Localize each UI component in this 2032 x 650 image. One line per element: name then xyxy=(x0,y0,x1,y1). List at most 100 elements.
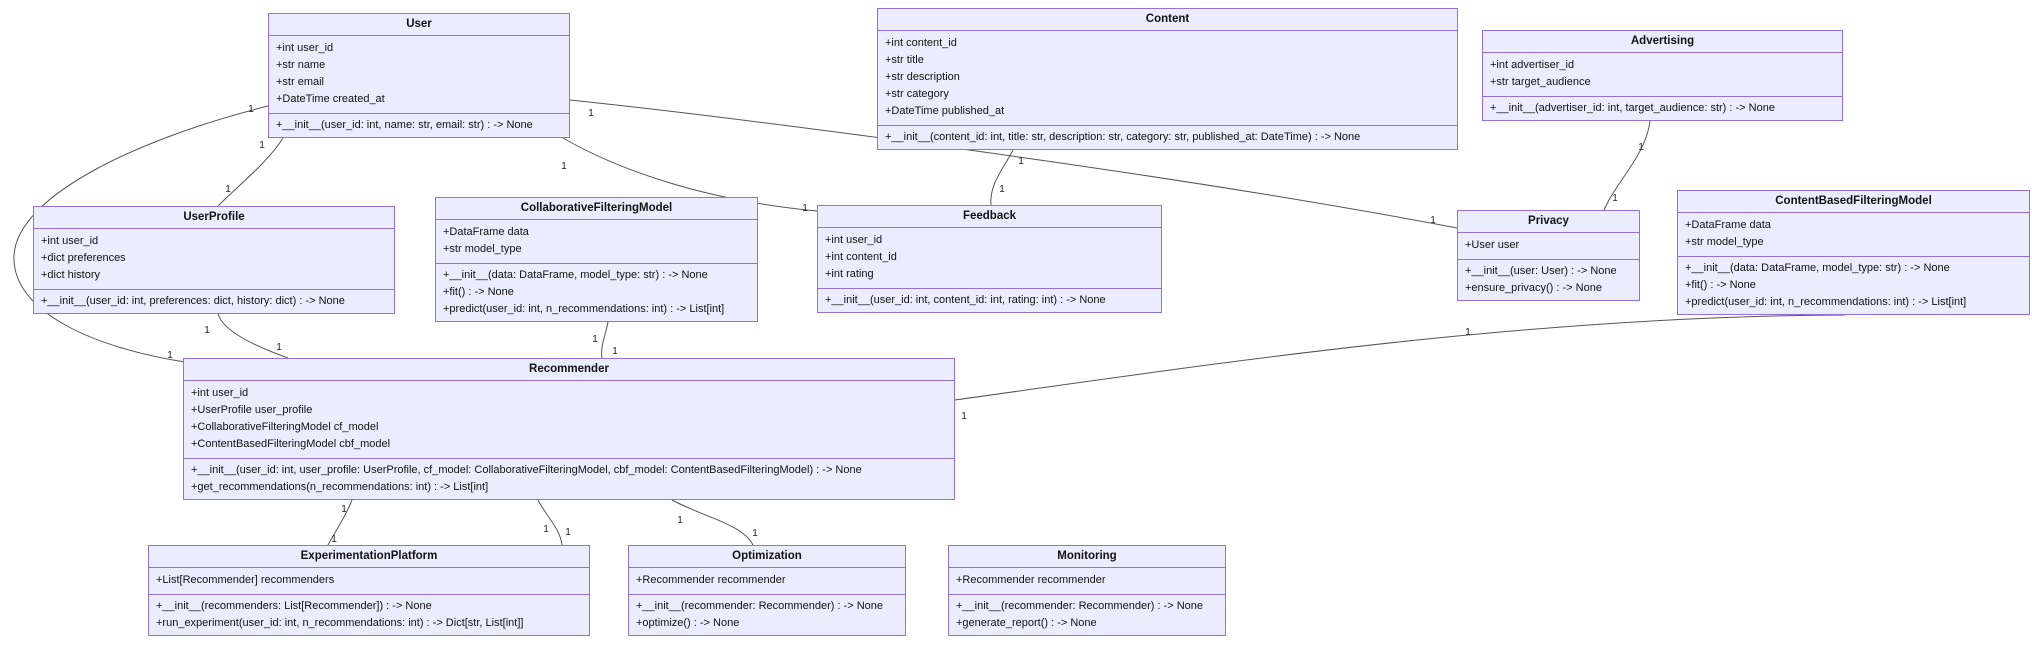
class-title: Content xyxy=(878,9,1457,31)
uml-edge-collaborativefilteringmodel-recommender xyxy=(601,321,609,359)
multiplicity-label: 1 xyxy=(1430,215,1436,226)
uml-edge-recommender-experimentationplatform xyxy=(327,499,353,546)
multiplicity-label: 1 xyxy=(999,184,1005,195)
multiplicity-label: 1 xyxy=(225,184,231,195)
class-title: Recommender xyxy=(184,359,954,381)
uml-edge-advertising-privacy xyxy=(1603,120,1651,211)
class-attribute: +int user_id xyxy=(41,235,99,247)
uml-edge-recommender-monitoring xyxy=(671,499,754,546)
class-attribute: +int content_id xyxy=(885,37,957,49)
class-monitoring: Monitoring+Recommender recommender+__ini… xyxy=(948,545,1226,636)
class-method: +__init__(user: User) : -> None xyxy=(1465,265,1617,277)
class-content: Content+int content_id+str title+str des… xyxy=(877,8,1458,150)
class-methods-section: +__init__(recommender: Recommender) : ->… xyxy=(629,595,905,635)
class-methods-section: +__init__(recommender: Recommender) : ->… xyxy=(949,595,1225,635)
class-method: +predict(user_id: int, n_recommendations… xyxy=(443,303,725,315)
class-privacy: Privacy +User user +__init__(user: User) :… xyxy=(1457,210,1640,301)
class-title: Privacy xyxy=(1458,211,1639,233)
class-method: +__init__(user_id: int, name: str, email… xyxy=(276,119,533,131)
class-attributes-section: +Recommender recommender xyxy=(949,568,1225,595)
multiplicity-label: 1 xyxy=(167,350,173,361)
multiplicity-label: 1 xyxy=(612,346,618,357)
class-attributes-section: +List[Recommender] recommenders xyxy=(149,568,589,595)
class-title: Feedback xyxy=(818,206,1161,228)
class-attribute: +User user xyxy=(1465,239,1520,251)
class-method: +__init__(user_id: int, user_profile: Us… xyxy=(191,464,862,476)
class-method: +__init__(user_id: int, preferences: dic… xyxy=(41,295,345,307)
multiplicity-label: 1 xyxy=(1018,156,1024,167)
class-attribute: +str model_type xyxy=(1685,236,1764,248)
class-attributes-section: +int user_id+dict preferences+dict histo… xyxy=(34,229,394,290)
multiplicity-label: 1 xyxy=(561,161,567,172)
uml-edge-contentbasedfilteringmodel-recommender xyxy=(954,314,1846,401)
uml-edge-recommender-optimization xyxy=(537,499,563,546)
class-methods-section: +__init__(content_id: int, title: str, d… xyxy=(878,126,1457,149)
class-method: +__init__(recommender: Recommender) : ->… xyxy=(636,600,884,612)
class-attribute: +int content_id xyxy=(825,251,897,263)
multiplicity-label: 1 xyxy=(592,334,598,345)
class-attribute: +int user_id xyxy=(276,42,334,54)
class-method: +optimize() : -> None xyxy=(636,617,740,629)
class-attribute: +str target_audience xyxy=(1490,76,1591,88)
class-method: +__init__(recommenders: List[Recommender… xyxy=(156,600,432,612)
class-contentbasedfilteringmodel: ContentBasedFilteringModel+DataFrame dat… xyxy=(1677,190,2030,315)
class-methods-section: +__init__(recommenders: List[Recommender… xyxy=(149,595,589,635)
class-attribute: +CollaborativeFilteringModel cf_model xyxy=(191,421,379,433)
class-attributes-section: +int advertiser_id+str target_audience xyxy=(1483,53,1842,97)
multiplicity-label: 1 xyxy=(1612,193,1618,204)
class-attribute: +DataFrame data xyxy=(443,226,529,238)
class-userprofile: UserProfile +int user_id +dict preferences… xyxy=(33,206,395,314)
class-attribute: +str title xyxy=(885,54,924,66)
class-attribute: +dict preferences xyxy=(41,252,126,264)
class-attribute: +int user_id xyxy=(191,387,249,399)
multiplicity-label: 1 xyxy=(341,504,347,515)
class-attribute: +str model_type xyxy=(443,243,522,255)
multiplicity-label: 1 xyxy=(565,527,571,538)
class-title: UserProfile xyxy=(34,207,394,229)
class-method: +fit() : -> None xyxy=(443,286,514,298)
class-attribute: +Recommender recommender xyxy=(636,574,786,586)
class-attribute: +DateTime published_at xyxy=(885,105,1005,117)
class-attribute: +str name xyxy=(276,59,326,71)
class-method: +__init__(advertiser_id: int, target_aud… xyxy=(1490,102,1775,114)
class-attribute: +str email xyxy=(276,76,324,88)
class-method: +generate_report() : -> None xyxy=(956,617,1097,629)
class-attribute: +DataFrame data xyxy=(1685,219,1771,231)
class-method: +__init__(data: DataFrame, model_type: s… xyxy=(443,269,708,281)
class-attribute: +int rating xyxy=(825,268,874,280)
uml-edge-content-feedback xyxy=(990,149,1014,206)
class-user: User+int user_id+str name+str email+Date… xyxy=(268,13,570,138)
class-attributes-section: +int user_id+int content_id+int rating xyxy=(818,228,1161,289)
class-methods-section: +__init__(user_id: int, content_id: int,… xyxy=(818,289,1161,312)
class-optimization: Optimization+Recommender recommender+__i… xyxy=(628,545,906,636)
class-methods-section: +__init__(user_id: int, user_profile: Us… xyxy=(184,459,954,499)
multiplicity-label: 1 xyxy=(248,104,254,115)
class-attributes-section: +DataFrame data +str model_type xyxy=(1678,213,2029,257)
multiplicity-label: 1 xyxy=(276,342,282,353)
class-attribute: +DateTime created_at xyxy=(276,93,385,105)
multiplicity-label: 1 xyxy=(677,515,683,526)
class-collaborativefilteringmodel: CollaborativeFilteringModel+DataFrame da… xyxy=(435,197,758,322)
class-attributes-section: +int user_id+UserProfile user_profile+Co… xyxy=(184,381,954,459)
class-attributes-section: +Recommender recommender xyxy=(629,568,905,595)
class-attributes-section: +User user xyxy=(1458,233,1639,260)
multiplicity-label: 1 xyxy=(752,528,758,539)
class-title: Monitoring xyxy=(949,546,1225,568)
class-methods-section: +__init__(advertiser_id: int, target_aud… xyxy=(1483,97,1842,120)
class-recommender: Recommender+int user_id+UserProfile user… xyxy=(183,358,955,500)
class-method: +predict(user_id: int, n_recommendations… xyxy=(1685,296,1967,308)
class-feedback: Feedback+int user_id+int content_id+int … xyxy=(817,205,1162,313)
multiplicity-label: 1 xyxy=(331,534,337,545)
class-attributes-section: +DataFrame data +str model_type xyxy=(436,220,757,264)
class-methods-section: +__init__(user_id: int, preferences: dic… xyxy=(34,290,394,313)
class-method: +__init__(data: DataFrame, model_type: s… xyxy=(1685,262,1950,274)
class-experimentationplatform: ExperimentationPlatform+List[Recommender… xyxy=(148,545,590,636)
class-method: +get_recommendations(n_recommendations: … xyxy=(191,481,489,493)
uml-edge-user-recommender xyxy=(13,105,269,363)
uml-edge-userprofile-recommender xyxy=(217,313,289,359)
multiplicity-label: 1 xyxy=(543,524,549,535)
class-method: +__init__(content_id: int, title: str, d… xyxy=(885,131,1361,143)
class-method: +__init__(user_id: int, content_id: int,… xyxy=(825,294,1106,306)
multiplicity-label: 1 xyxy=(259,140,265,151)
